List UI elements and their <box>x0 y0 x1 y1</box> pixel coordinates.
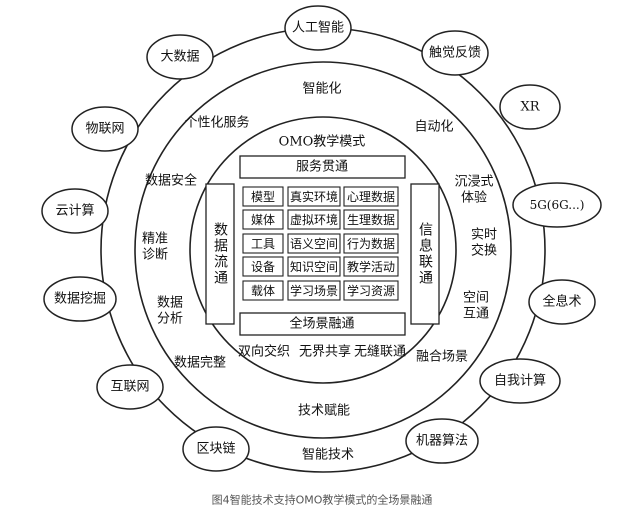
middle-ring <box>134 61 512 439</box>
node-algorithm-ellipse <box>405 418 479 464</box>
node-blockchain: 区块链 <box>196 441 236 457</box>
grid-cell-label: 设备 <box>250 260 276 274</box>
node-selfcompute: 自我计算 <box>493 373 547 389</box>
ring-label-tech-empower: 技术赋能 <box>297 403 351 419</box>
grid-cell-box <box>343 256 399 277</box>
grid-cell-label: 语义空间 <box>289 237 339 251</box>
service-box <box>239 155 406 179</box>
grid-cell-box <box>287 209 341 230</box>
ring-label-auto: 自动化 <box>414 119 454 135</box>
node-bigdata-ellipse <box>146 34 214 80</box>
node-algorithm: 机器算法 <box>415 433 469 449</box>
grid-cell-label: 载体 <box>250 284 276 298</box>
ring-label-realtime: 实时 交换 <box>470 227 498 258</box>
grid-cell-box <box>287 233 341 254</box>
right-vertical-label: 信息联通 <box>417 222 433 286</box>
grid-cell-box <box>242 280 284 301</box>
ring-label-security: 数据安全 <box>144 173 198 189</box>
service-label: 服务贯通 <box>295 159 349 175</box>
grid-cell-box <box>343 233 399 254</box>
left-vertical-label: 数据流通 <box>212 222 228 286</box>
ring-label-space: 空间 互通 <box>462 290 490 321</box>
grid-cell-box <box>242 186 284 207</box>
inner-ring <box>189 116 457 384</box>
node-ai-ellipse <box>284 5 352 51</box>
grid-cell-label: 真实环境 <box>289 190 339 204</box>
grid-cells <box>242 186 399 301</box>
grid-cell-box <box>242 256 284 277</box>
grid-cell-box <box>343 280 399 301</box>
figure-caption: 图4智能技术支持OMO教学模式的全场景融通 <box>211 493 433 507</box>
ring-label-intelligent: 智能化 <box>302 81 342 97</box>
grid-cell-label: 媒体 <box>250 213 276 227</box>
node-iot: 物联网 <box>85 121 125 137</box>
bottom-label-1: 双向交织 <box>237 344 291 360</box>
scene-box <box>239 312 406 336</box>
grid-cell-box <box>343 186 399 207</box>
grid-cell-label: 教学活动 <box>346 260 396 274</box>
node-internet: 互联网 <box>110 379 150 395</box>
grid-cell-box <box>287 280 341 301</box>
inner-title: OMO教学模式 <box>278 134 366 150</box>
node-cloud: 云计算 <box>55 203 95 219</box>
scene-label: 全场景融通 <box>289 316 355 332</box>
grid-cell-label: 生理数据 <box>346 213 396 227</box>
node-internet-ellipse <box>96 364 164 410</box>
node-5g-ellipse <box>512 182 602 228</box>
grid-cell-box <box>343 209 399 230</box>
node-datamining-ellipse <box>43 276 117 322</box>
grid-cell-box <box>287 186 341 207</box>
ring-label-fusion: 融合场景 <box>415 349 469 365</box>
node-blockchain-ellipse <box>182 426 250 472</box>
node-ai: 人工智能 <box>291 20 345 36</box>
bottom-label-3: 无缝联通 <box>353 344 407 360</box>
node-xr: XR <box>520 99 540 115</box>
ring-label-analysis: 数据 分析 <box>156 295 184 326</box>
grid-cell-box <box>287 256 341 277</box>
node-xr-ellipse <box>499 84 561 130</box>
node-selfcompute-ellipse <box>479 358 561 404</box>
grid-cell-box <box>242 233 284 254</box>
ring-label-personal: 个性化服务 <box>184 115 250 131</box>
node-cloud-ellipse <box>41 188 109 234</box>
ring-label-smart-tech: 智能技术 <box>301 447 355 463</box>
grid-cell-label: 虚拟环境 <box>289 213 339 227</box>
grid-cell-label: 模型 <box>250 190 276 204</box>
ring-label-diagnosis: 精准 诊断 <box>141 231 169 262</box>
right-vertical-box <box>410 183 440 325</box>
grid-cell-label: 心理数据 <box>346 190 396 204</box>
grid-cell-label: 学习场景 <box>289 284 339 298</box>
node-hologram: 全息术 <box>542 294 582 310</box>
node-5g: 5G(6G...) <box>529 198 585 212</box>
ring-label-immersive: 沉浸式 体验 <box>454 174 494 205</box>
grid-cell-label: 知识空间 <box>289 260 339 274</box>
node-bigdata: 大数据 <box>160 49 200 65</box>
node-hologram-ellipse <box>528 279 596 325</box>
node-datamining: 数据挖掘 <box>53 291 107 307</box>
grid-cell-label: 工具 <box>250 237 276 251</box>
grid-cell-label: 学习资源 <box>346 284 396 298</box>
grid-cell-box <box>242 209 284 230</box>
node-haptic-ellipse <box>421 30 489 76</box>
grid-cell-label: 行为数据 <box>346 237 396 251</box>
left-vertical-box <box>205 183 235 325</box>
bottom-label-2: 无界共享 <box>298 344 352 360</box>
node-iot-ellipse <box>71 106 139 152</box>
node-haptic: 触觉反馈 <box>428 45 482 61</box>
ring-label-complete: 数据完整 <box>173 355 227 371</box>
